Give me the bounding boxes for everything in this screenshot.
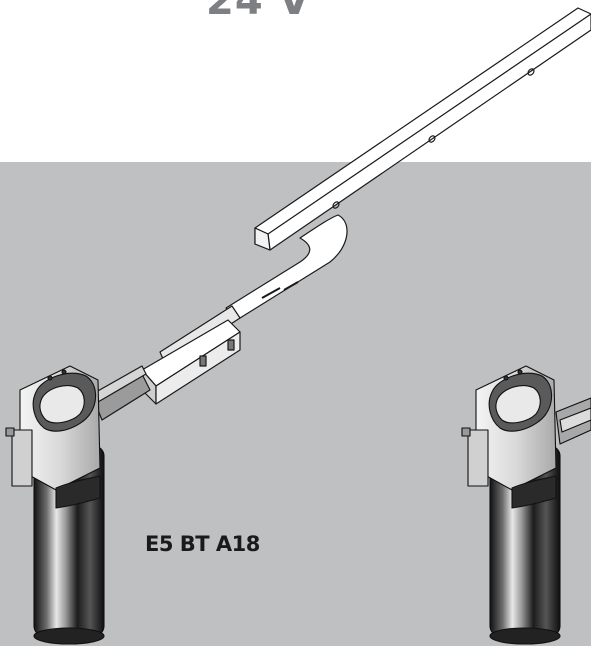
- connecting-arm-icon: [93, 214, 348, 421]
- gate-operator-right-icon: [461, 365, 591, 645]
- gate-arm-icon: [254, 7, 591, 251]
- gate-operator-left-icon: [5, 365, 105, 645]
- model-label: E5 BT A18: [145, 532, 260, 556]
- voltage-label: 24 V: [206, 0, 311, 24]
